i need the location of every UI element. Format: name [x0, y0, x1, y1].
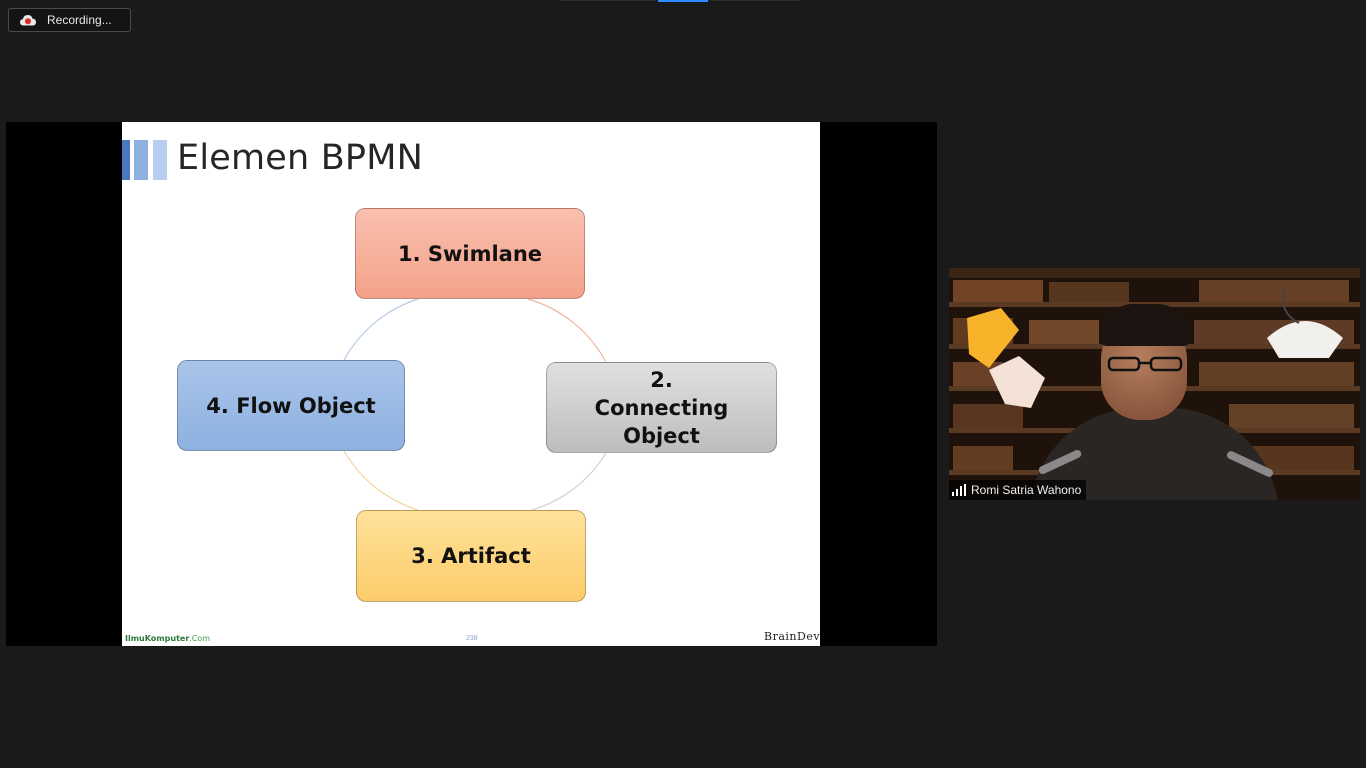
participant-video[interactable] — [949, 268, 1360, 500]
tab-indicator-left — [560, 0, 656, 1]
footer-brand-logo: BrainDevs — [764, 630, 820, 643]
tab-indicator-active — [658, 0, 708, 2]
box-connecting-object: 2. Connecting Object — [546, 362, 777, 453]
tab-indicator-right — [710, 0, 800, 1]
recording-label: Recording... — [47, 13, 112, 27]
participant-name-tag: Romi Satria Wahono — [949, 480, 1087, 500]
participant-name: Romi Satria Wahono — [971, 483, 1082, 497]
person-glasses — [1107, 356, 1183, 372]
presentation-slide: Elemen BPMN 1. Swimlane 2. Connecting Ob… — [122, 122, 820, 646]
shared-screen[interactable]: Elemen BPMN 1. Swimlane 2. Connecting Ob… — [6, 122, 937, 646]
cloud-recording-icon — [20, 15, 36, 26]
footer-site-name: IlmuKomputer — [125, 634, 190, 643]
signal-strength-icon — [952, 484, 966, 496]
slide-page-number: 238 — [466, 635, 478, 642]
box-flow-object: 4. Flow Object — [177, 360, 405, 451]
recording-button[interactable]: Recording... — [8, 8, 131, 32]
box-artifact: 3. Artifact — [356, 510, 586, 602]
person-hair — [1099, 304, 1191, 346]
lamp-shade-yellow — [967, 308, 1019, 368]
title-bar-accent-2 — [134, 140, 148, 180]
box-swimlane: 1. Swimlane — [355, 208, 585, 299]
top-toolbar-indicator — [560, 0, 800, 2]
lamp-shade-white — [989, 356, 1045, 408]
footer-site-suffix: .Com — [189, 634, 211, 643]
footer-site: IlmuKomputer.Com — [125, 634, 210, 643]
title-bar-accent-3 — [153, 140, 167, 180]
slide-title: Elemen BPMN — [177, 138, 424, 178]
title-bar-accent-1 — [122, 140, 130, 180]
box-connecting-object-label: 2. Connecting Object — [594, 367, 729, 448]
cycle-ring — [343, 298, 607, 511]
lamp-shade-right — [1267, 321, 1343, 358]
